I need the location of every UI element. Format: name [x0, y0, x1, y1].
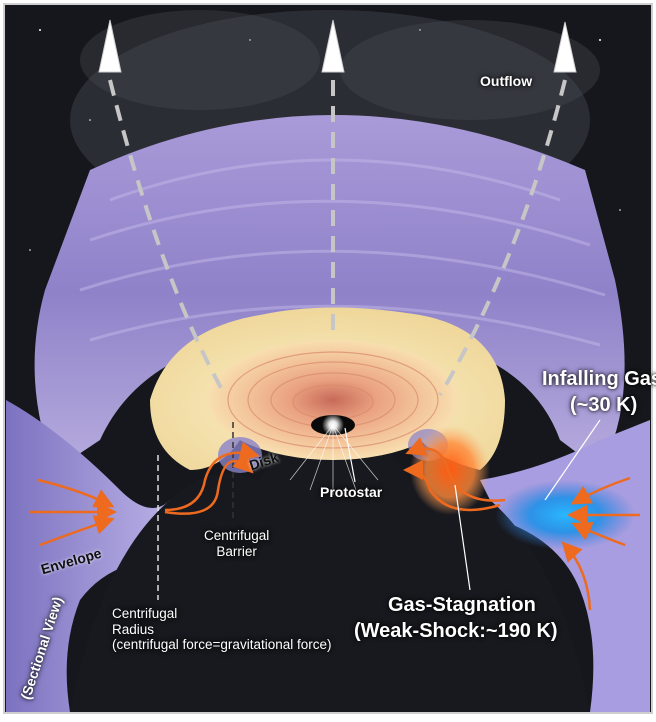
outflow-label: Outflow: [480, 73, 533, 89]
centrifugal-radius-line3: (centrifugal force=gravitational force): [112, 637, 332, 653]
pointer-lines: [344, 419, 601, 591]
centrifugal-radius-label: Centrifugal Radius (centrifugal force=gr…: [112, 606, 331, 653]
envelope-left-section: [6, 400, 170, 712]
outflow-arrowheads: [98, 19, 577, 73]
flow-arrows-right: [403, 437, 640, 611]
centrifugal-barrier-line1: Centrifugal: [204, 528, 270, 543]
outflow-lines: [108, 79, 567, 397]
centrifugal-barrier-label: Centrifugal Barrier: [204, 528, 269, 559]
rotating-disk: [208, 340, 458, 460]
gas-stagnation-label: Gas-Stagnation: [388, 594, 536, 616]
gas-stagnation-shock: [410, 425, 490, 515]
infalling-gas-blob: [495, 480, 635, 550]
weak-shock-label: (Weak-Shock:~190 K): [354, 620, 558, 642]
flow-arrows-left: [29, 441, 260, 547]
centrifugal-radius-line1: Centrifugal: [112, 606, 178, 621]
centrifugal-barrier-line2: Barrier: [216, 543, 257, 559]
protostar-glow: [322, 414, 344, 436]
infalling-gas-temperature: (~30 K): [570, 394, 638, 416]
centrifugal-radius-line2: Radius: [112, 621, 155, 637]
infalling-gas-label: Infalling Gas: [542, 368, 656, 390]
envelope-upper: [34, 115, 625, 470]
protostar-label: Protostar: [320, 484, 383, 500]
